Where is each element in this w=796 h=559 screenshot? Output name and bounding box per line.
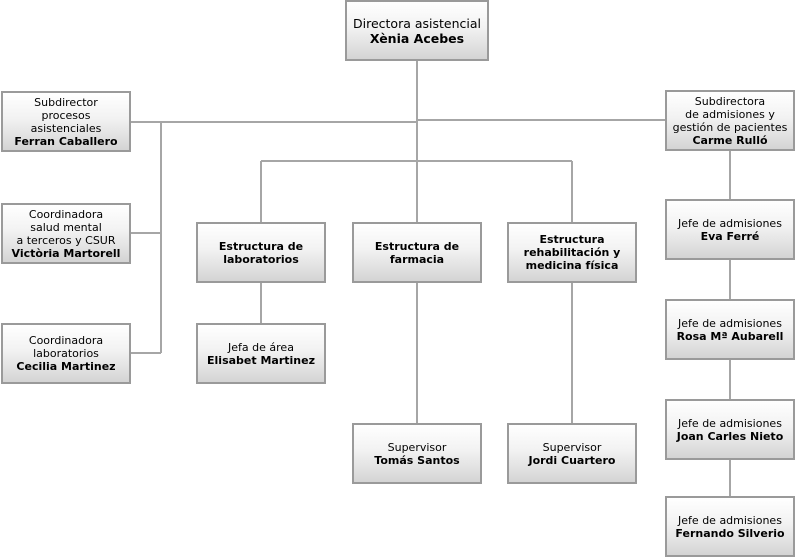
supervisor-rehabilitacion-node: Supervisor Jordi Cuartero — [507, 423, 637, 484]
node-role: Supervisor — [387, 440, 447, 454]
structure-title: Estructura de farmacia — [374, 239, 460, 266]
jefe-admisiones-node-4: Jefe de admisiones Fernando Silverio — [665, 496, 795, 557]
node-name: Rosa Mª Aubarell — [676, 329, 784, 343]
node-name: Carme Rulló — [692, 133, 768, 147]
jefe-admisiones-node-1: Jefe de admisiones Eva Ferré — [665, 199, 795, 260]
structure-rehabilitacion-node: Estructura rehabilitación y medicina fís… — [507, 222, 637, 283]
node-role: Coordinadora laboratorios — [28, 334, 104, 360]
node-name: Jordi Cuartero — [528, 453, 616, 467]
subdirector-procesos-node: Subdirector procesos asistenciales Ferra… — [1, 91, 131, 152]
node-role: Jefa de área — [228, 340, 294, 354]
node-name: Victòria Martorell — [11, 246, 121, 260]
node-role: Jefe de admisiones — [678, 216, 782, 230]
node-role: Subdirectora de admisiones y gestión de … — [672, 94, 788, 134]
structure-title: Estructura de laboratorios — [218, 239, 304, 266]
subdirectora-admisiones-node: Subdirectora de admisiones y gestión de … — [665, 90, 795, 151]
coordinadora-salud-mental-node: Coordinadora salud mental a terceros y C… — [1, 203, 131, 264]
node-name: Xènia Acebes — [369, 30, 465, 46]
structure-title: Estructura rehabilitación y medicina fís… — [523, 233, 621, 272]
structure-laboratorios-node: Estructura de laboratorios — [196, 222, 326, 283]
node-name: Joan Carles Nieto — [676, 429, 784, 443]
node-role: Subdirector procesos asistenciales — [30, 95, 102, 135]
node-role: Jefe de admisiones — [678, 316, 782, 330]
node-role: Directora asistencial — [353, 15, 481, 31]
jefa-area-node: Jefa de área Elisabet Martinez — [196, 323, 326, 384]
node-name: Elisabet Martinez — [207, 353, 315, 367]
coordinadora-laboratorios-node: Coordinadora laboratorios Cecilia Martin… — [1, 323, 131, 384]
node-name: Eva Ferré — [700, 229, 760, 243]
node-name: Cecilia Martinez — [16, 360, 116, 373]
jefe-admisiones-node-3: Jefe de admisiones Joan Carles Nieto — [665, 399, 795, 460]
jefe-admisiones-node-2: Jefe de admisiones Rosa Mª Aubarell — [665, 299, 795, 360]
supervisor-farmacia-node: Supervisor Tomás Santos — [352, 423, 482, 484]
director-node: Directora asistencial Xènia Acebes — [345, 0, 489, 61]
node-name: Ferran Caballero — [14, 134, 118, 148]
node-name: Tomás Santos — [374, 453, 460, 467]
node-role: Coordinadora salud mental a terceros y C… — [16, 207, 116, 247]
structure-farmacia-node: Estructura de farmacia — [352, 222, 482, 283]
node-role: Jefe de admisiones — [678, 416, 782, 430]
node-role: Jefe de admisiones — [678, 513, 782, 527]
node-name: Fernando Silverio — [675, 526, 785, 540]
node-role: Supervisor — [542, 440, 602, 454]
